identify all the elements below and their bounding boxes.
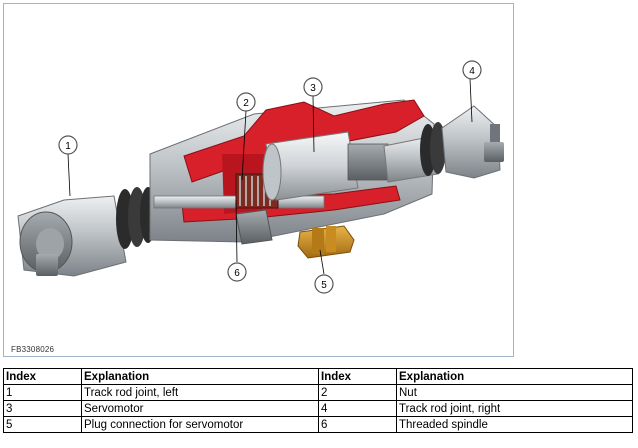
servomotor: [262, 131, 389, 201]
figure-code: FB3308026: [11, 345, 55, 354]
header-index-1: Index: [3, 368, 82, 385]
table-cell: 6: [318, 416, 397, 433]
svg-text:1: 1: [65, 141, 71, 152]
right-boot: [420, 122, 446, 176]
plug-connection: [297, 225, 355, 259]
mounting-bracket: [235, 209, 273, 245]
table-cell: Track rod joint, left: [81, 384, 319, 401]
table-cell: 5: [3, 416, 82, 433]
table-cell: 3: [3, 400, 82, 417]
table-cell: 2: [318, 384, 397, 401]
callout-6: 6: [227, 262, 247, 282]
svg-text:2: 2: [243, 98, 249, 109]
legend-table: Index Explanation Index Explanation 1 Tr…: [3, 368, 633, 433]
table-row: 1 Track rod joint, left 2 Nut: [3, 384, 633, 401]
callout-1: 1: [58, 135, 78, 155]
svg-text:3: 3: [310, 83, 316, 94]
table-cell: Threaded spindle: [396, 416, 633, 433]
table-cell: Nut: [396, 384, 633, 401]
header-explanation-1: Explanation: [81, 368, 319, 385]
leader-lines: [67, 78, 473, 275]
table-row: 3 Servomotor 4 Track rod joint, right: [3, 400, 633, 417]
table-cell: 1: [3, 384, 82, 401]
callout-3: 3: [303, 77, 323, 97]
table-header-row: Index Explanation Index Explanation: [3, 368, 633, 385]
svg-text:5: 5: [321, 280, 327, 291]
header-explanation-2: Explanation: [396, 368, 633, 385]
left-track-rod-joint: [17, 195, 127, 277]
callout-4: 4: [462, 60, 482, 80]
header-index-2: Index: [318, 368, 397, 385]
right-track-rod-joint: [441, 105, 504, 179]
actuator-illustration: 1 2 3 4 5 6: [17, 60, 504, 294]
table-cell: Plug connection for servomotor: [81, 416, 319, 433]
table-row: 5 Plug connection for servomotor 6 Threa…: [3, 416, 633, 433]
table-cell: Track rod joint, right: [396, 400, 633, 417]
svg-text:4: 4: [469, 66, 475, 77]
illustration-frame: 1 2 3 4 5 6 FB3308026: [3, 3, 514, 357]
svg-text:6: 6: [234, 268, 240, 279]
table-cell: 4: [318, 400, 397, 417]
callout-2: 2: [236, 92, 256, 112]
callout-5: 5: [314, 274, 334, 294]
table-cell: Servomotor: [81, 400, 319, 417]
